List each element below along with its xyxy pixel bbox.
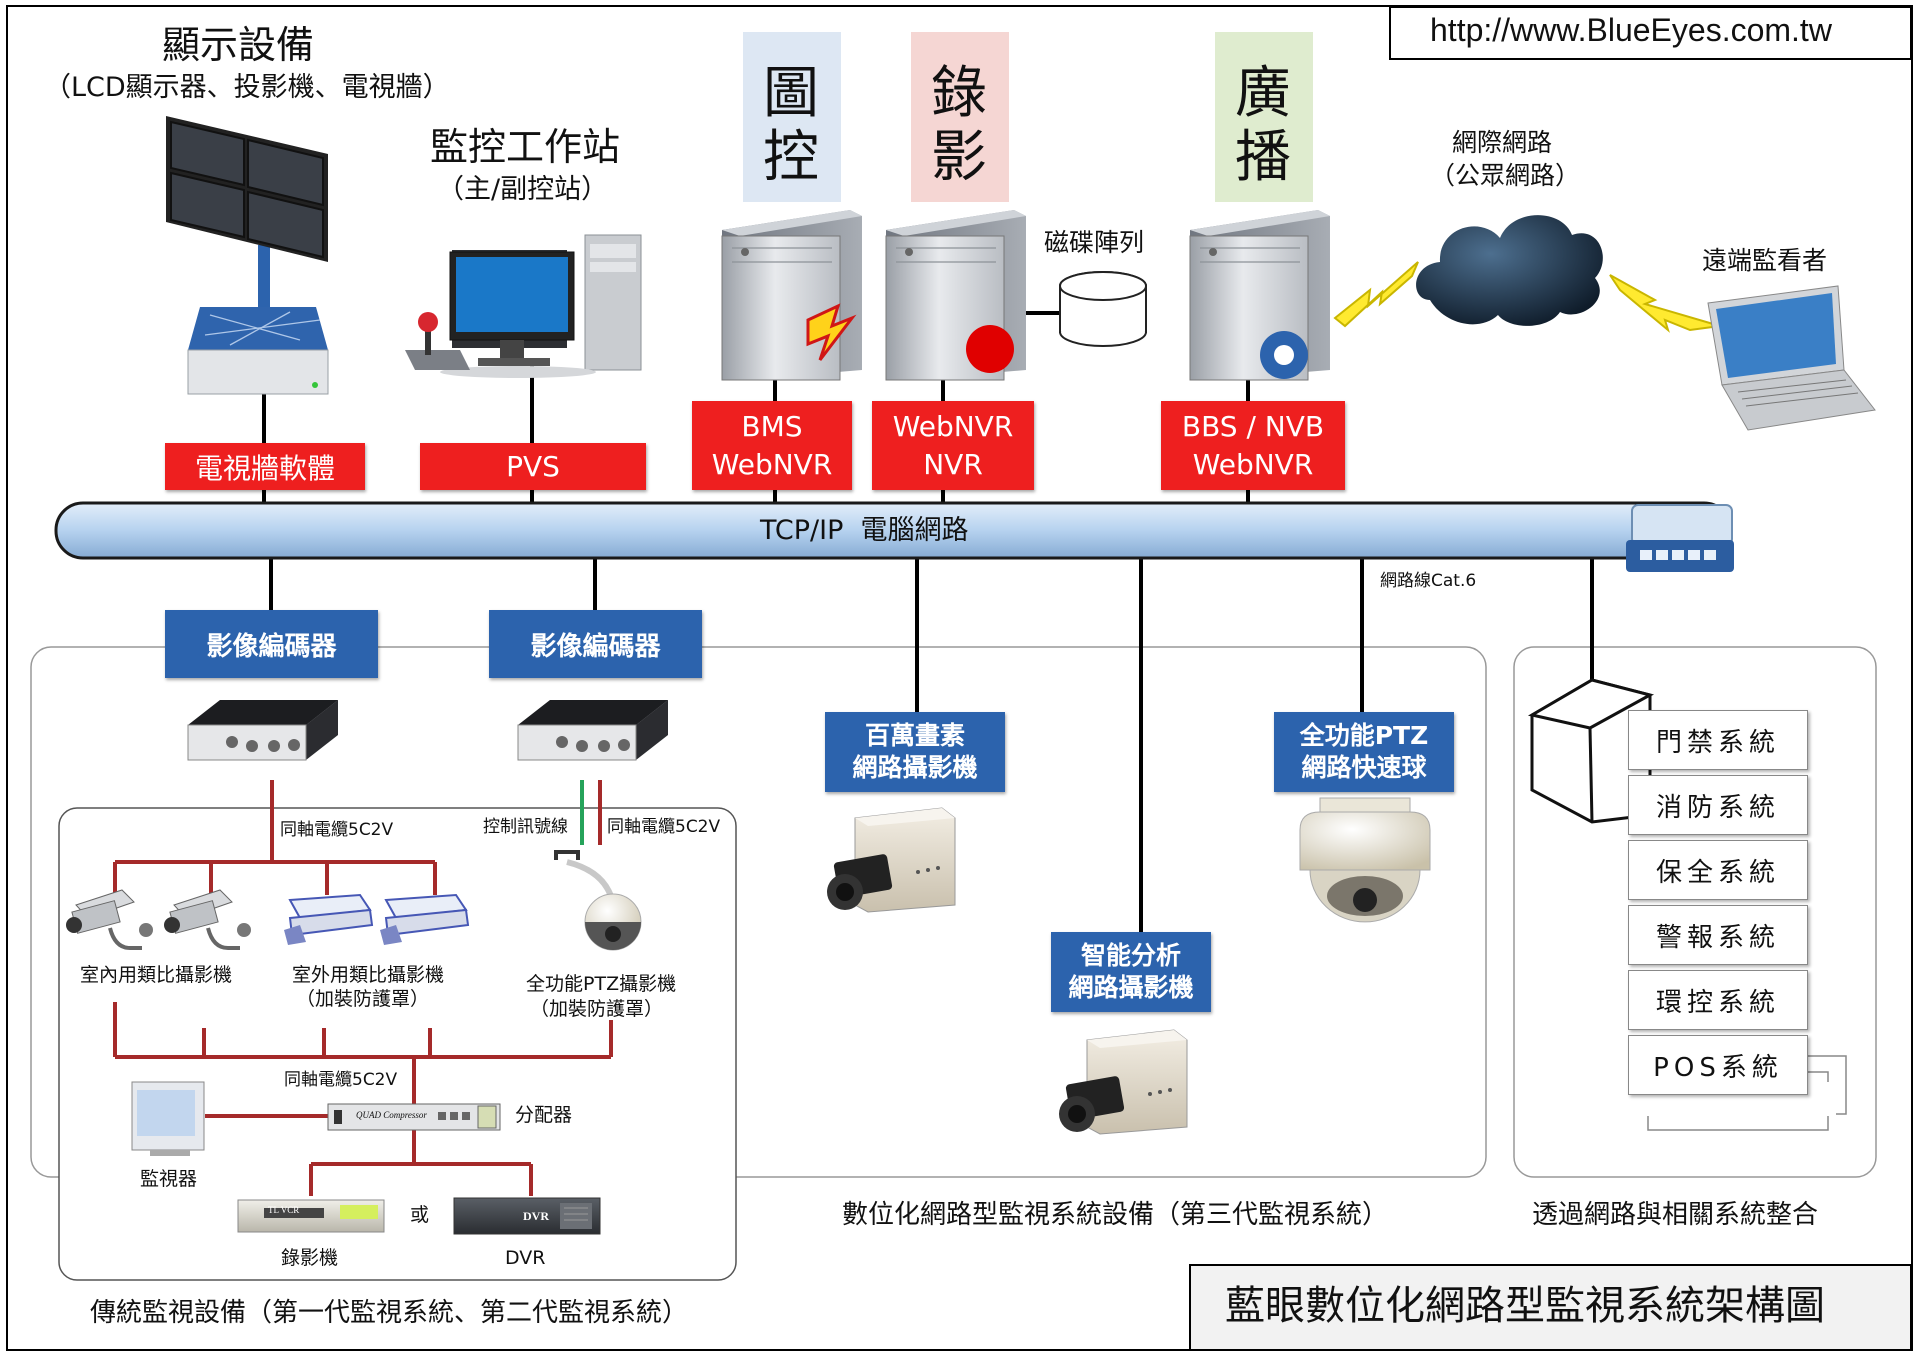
vcr-brand: TL VCR	[268, 1205, 300, 1215]
indoor-camera-label: 室內用類比攝影機	[80, 964, 233, 986]
system-text: 消防系統	[1655, 792, 1780, 823]
system-text: 環控系統	[1655, 987, 1780, 1018]
group-title-char: 播	[1235, 125, 1291, 190]
system-access-control: 門禁系統	[1628, 710, 1808, 770]
bbs-nvb-label: BBS / NVB WebNVR	[1161, 401, 1345, 490]
encoder-text: 影像編碼器	[206, 631, 337, 662]
ptz-camera-sublabel: （加裝防護罩）	[530, 998, 664, 1020]
bbs-webnvr-text: WebNVR	[1192, 447, 1314, 481]
system-text: 警報系統	[1655, 922, 1780, 953]
digital-caption: 數位化網路型監視系統設備（第三代監視系統）	[842, 1200, 1389, 1230]
system-fire: 消防系統	[1628, 775, 1808, 835]
group-title-char: 圖	[763, 61, 819, 126]
coax-label-3: 同軸電纜5C2V	[284, 1070, 398, 1090]
encoder-box-1: 影像編碼器	[165, 610, 378, 678]
group-title-char: 錄	[931, 61, 987, 126]
display-equipment-subtitle: （LCD顯示器、投影機、電視牆）	[44, 72, 450, 103]
webnvr-text: WebNVR	[892, 409, 1014, 443]
system-alarm: 警報系統	[1628, 905, 1808, 965]
bms-webnvr-label: BMS WebNVR	[692, 401, 852, 490]
integration-caption: 透過網路與相關系統整合	[1532, 1200, 1819, 1230]
ptz-camera-label: 全功能PTZ攝影機	[526, 973, 677, 995]
control-signal-label: 控制訊號線	[483, 817, 568, 837]
bms-webnvr-text: WebNVR	[711, 447, 833, 481]
ptz-dome-subtext: 網路快速球	[1301, 753, 1427, 782]
ptz-dome-label: 全功能PTZ 網路快速球	[1274, 712, 1454, 792]
outdoor-camera-label: 室外用類比攝影機	[292, 964, 445, 986]
system-pos: POS系統	[1628, 1035, 1808, 1095]
megapixel-camera-label: 百萬畫素 網路攝影機	[825, 712, 1005, 792]
system-environment: 環控系統	[1628, 970, 1808, 1030]
megapixel-text: 百萬畫素	[864, 721, 965, 750]
internet-sublabel: （公眾網路）	[1430, 161, 1581, 190]
megapixel-subtext: 網路攝影機	[852, 753, 978, 782]
internet-label: 網際網路	[1452, 128, 1553, 157]
disk-array-label: 磁碟陣列	[1044, 228, 1145, 257]
coax-label-1: 同軸電纜5C2V	[280, 820, 394, 840]
remote-viewer-label: 遠端監看者	[1702, 246, 1828, 275]
group-title-broadcast: 廣 播	[1215, 62, 1311, 190]
workstation-subtitle: （主/副控站）	[437, 174, 609, 205]
ptz-dome-text: 全功能PTZ	[1299, 721, 1429, 750]
encoder-text: 影像編碼器	[530, 631, 661, 662]
encoder-box-2: 影像編碼器	[489, 610, 702, 678]
smart-subtext: 網路攝影機	[1068, 973, 1194, 1002]
outdoor-camera-sublabel: （加裝防護罩）	[296, 988, 430, 1010]
distributor-label: 分配器	[515, 1104, 573, 1126]
vcr-label: 錄影機	[281, 1247, 339, 1269]
tvwall-software-label: 電視牆軟體	[165, 443, 365, 490]
website-url[interactable]: http://www.BlueEyes.com.tw	[1430, 12, 1832, 48]
tvwall-software-text: 電視牆軟體	[194, 451, 335, 485]
cable-cat6-label: 網路線Cat.6	[1380, 571, 1477, 591]
network-bus-label: TCP/IP 電腦網路	[760, 515, 969, 546]
webnvr-nvr-label: WebNVR NVR	[872, 401, 1034, 490]
pvs-label: PVS	[420, 443, 646, 490]
dvr-label: DVR	[505, 1247, 546, 1269]
main-title: 藍眼數位化網路型監視系統架構圖	[1225, 1283, 1825, 1329]
display-equipment-title: 顯示設備	[162, 23, 315, 67]
quad-brand: QUAD Compressor	[356, 1110, 427, 1120]
monitor-label: 監視器	[140, 1168, 198, 1190]
traditional-caption: 傳統監視設備（第一代監視系統、第二代監視系統）	[90, 1298, 689, 1328]
bbs-nvb-text: BBS / NVB	[1181, 409, 1325, 443]
workstation-title: 監控工作站	[430, 125, 621, 169]
system-text: POS系統	[1653, 1052, 1783, 1083]
dvr-brand: DVR	[523, 1209, 549, 1223]
system-security: 保全系統	[1628, 840, 1808, 900]
system-text: 保全系統	[1655, 857, 1780, 888]
or-label: 或	[410, 1204, 430, 1226]
group-title-recording: 錄 影	[911, 62, 1007, 190]
smart-camera-label: 智能分析 網路攝影機	[1051, 932, 1211, 1012]
group-title-char: 廣	[1235, 61, 1291, 126]
group-title-char: 控	[763, 125, 819, 190]
pvs-text: PVS	[506, 450, 560, 483]
coax-label-2: 同軸電纜5C2V	[607, 817, 721, 837]
system-text: 門禁系統	[1655, 727, 1780, 758]
nvr-text: NVR	[923, 447, 983, 481]
bms-text: BMS	[741, 409, 803, 443]
group-title-monitoring: 圖 控	[743, 62, 839, 190]
group-title-char: 影	[931, 125, 987, 190]
smart-text: 智能分析	[1080, 941, 1181, 970]
